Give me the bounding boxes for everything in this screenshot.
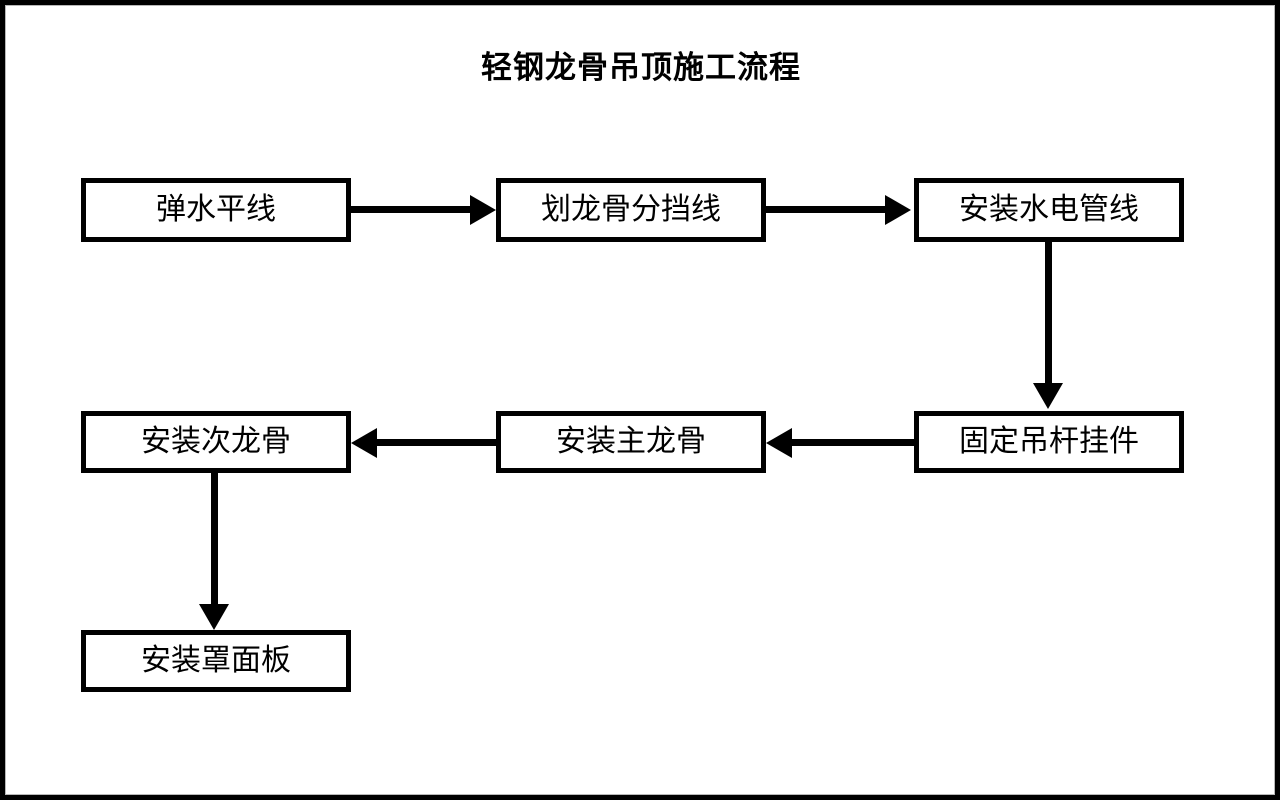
flow-node-n3[interactable]: 安装水电管线 — [914, 178, 1184, 242]
edge-n2-n3-arrowhead-icon — [885, 195, 911, 225]
edge-n3-n4-shaft — [1045, 242, 1052, 385]
edge-n1-n2-shaft — [351, 206, 473, 213]
edge-n6-n7-arrowhead-icon — [199, 604, 229, 630]
page-title: 轻钢龙骨吊顶施工流程 — [481, 50, 801, 86]
edge-n5-n6-shaft — [377, 439, 499, 446]
flow-node-n2[interactable]: 划龙骨分挡线 — [496, 178, 766, 242]
flow-node-label: 安装水电管线 — [959, 192, 1139, 227]
flow-node-n5[interactable]: 安装主龙骨 — [496, 411, 766, 473]
flow-node-label: 安装次龙骨 — [141, 424, 291, 459]
edge-n5-n6-arrowhead-icon — [351, 428, 377, 458]
edge-n4-n5-shaft — [792, 439, 914, 446]
flow-node-label: 安装主龙骨 — [556, 424, 706, 459]
edge-n3-n4-arrowhead-icon — [1033, 383, 1063, 409]
edge-n1-n2-arrowhead-icon — [470, 195, 496, 225]
flow-node-n6[interactable]: 安装次龙骨 — [81, 411, 351, 473]
flow-node-n7[interactable]: 安装罩面板 — [81, 630, 351, 692]
flow-node-label: 划龙骨分挡线 — [541, 192, 721, 227]
diagram-canvas: 轻钢龙骨吊顶施工流程 弹水平线 划龙骨分挡线 安装水电管线 固定吊杆挂件 安装主… — [5, 5, 1275, 795]
flow-node-label: 弹水平线 — [156, 192, 276, 227]
edge-n4-n5-arrowhead-icon — [766, 428, 792, 458]
flow-node-label: 固定吊杆挂件 — [959, 424, 1139, 459]
flow-node-n4[interactable]: 固定吊杆挂件 — [914, 411, 1184, 473]
flow-node-label: 安装罩面板 — [141, 643, 291, 678]
flow-node-n1[interactable]: 弹水平线 — [81, 178, 351, 242]
edge-n2-n3-shaft — [766, 206, 888, 213]
edge-n6-n7-shaft — [211, 473, 218, 606]
